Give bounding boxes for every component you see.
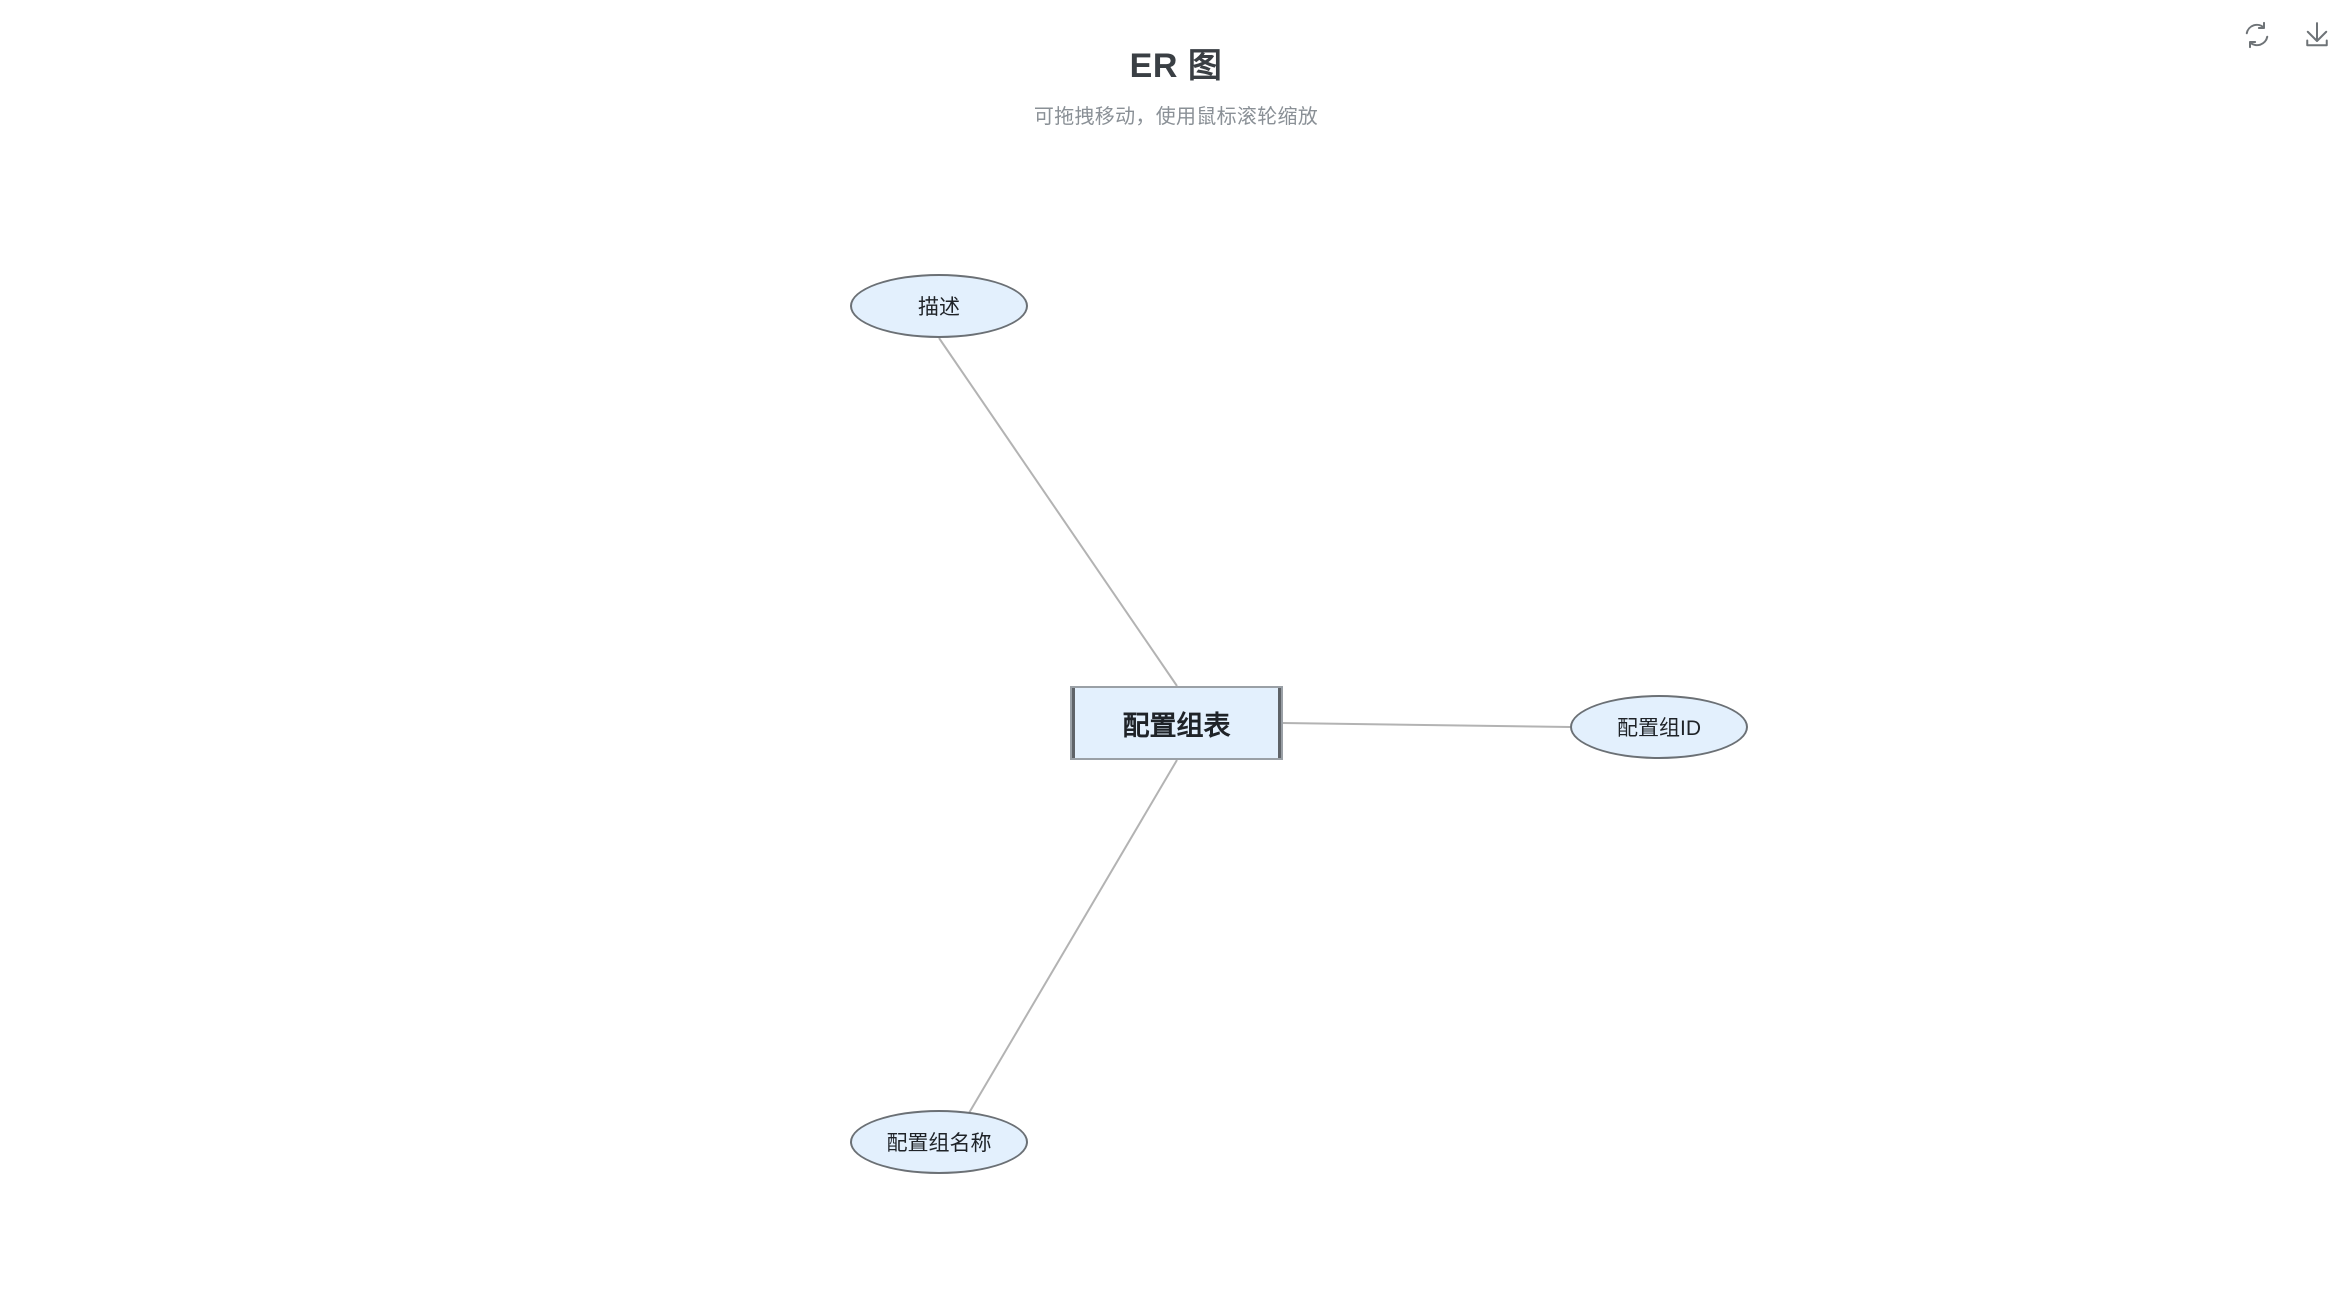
- edge-config_group_table-to-config_group_id: [1282, 722, 1571, 728]
- attribute-label: 描述: [918, 296, 960, 319]
- attribute-config-group-id[interactable]: 配置组ID: [1570, 695, 1748, 759]
- attribute-description[interactable]: 描述: [850, 274, 1028, 338]
- attribute-label: 配置组名称: [886, 1132, 992, 1155]
- edge-description-to-config_group_table: [938, 337, 1178, 687]
- attribute-label: 配置组ID: [1617, 717, 1701, 740]
- entity-label: 配置组表: [1122, 710, 1231, 741]
- entity-config-group-table[interactable]: 配置组表: [1070, 686, 1283, 760]
- download-icon: [2302, 20, 2332, 50]
- attribute-config-group-name[interactable]: 配置组名称: [850, 1110, 1028, 1174]
- refresh-icon: [2242, 20, 2272, 50]
- download-button[interactable]: [2296, 14, 2338, 56]
- toolbar: [2236, 14, 2338, 56]
- edge-config_group_table-to-config_group_name: [968, 759, 1178, 1114]
- refresh-button[interactable]: [2236, 14, 2278, 56]
